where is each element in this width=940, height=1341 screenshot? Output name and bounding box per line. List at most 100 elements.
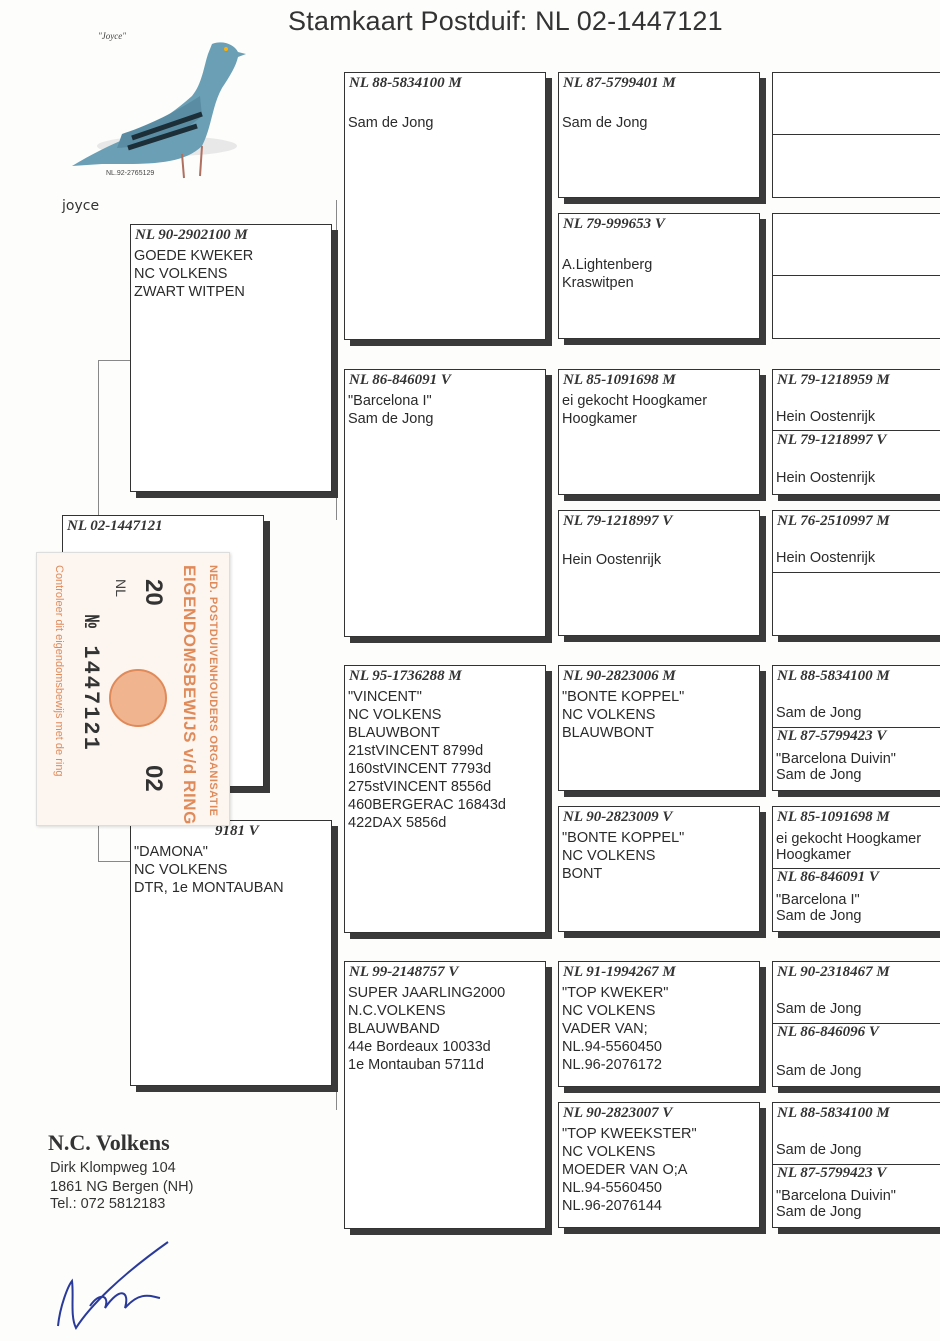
gen3-line: Sam de Jong <box>562 115 648 131</box>
gen3-line: "BONTE KOPPEL" <box>562 689 685 705</box>
connector <box>336 200 347 520</box>
gen4-ring: NL 76-2510997 M <box>777 513 890 529</box>
pigeon-photo: "Joyce" NL.92-2765129 <box>62 26 252 196</box>
gen3-line: NC VOLKENS <box>562 707 656 723</box>
gen3-card: NL 90-2823009 V "BONTE KOPPEL" NC VOLKEN… <box>558 806 760 932</box>
gen3-line: NL.94-5560450 <box>562 1039 662 1055</box>
gen3-card: NL 90-2823006 M "BONTE KOPPEL" NC VOLKEN… <box>558 665 760 791</box>
gen3-card: NL 91-1994267 M "TOP KWEKER" NC VOLKENS … <box>558 961 760 1087</box>
gen4-line: Sam de Jong <box>776 705 862 721</box>
gen4-line: "Barcelona Duivin" <box>776 1188 896 1204</box>
sire-line: GOEDE KWEKER <box>134 248 254 264</box>
gen3-line: "TOP KWEKER" <box>562 985 669 1001</box>
gen2-line: 275stVINCENT 8556d <box>348 779 492 795</box>
gen4-line: Sam de Jong <box>776 908 862 924</box>
gen3-ring: NL 79-1218997 V <box>563 513 673 529</box>
photo-caption: "Joyce" <box>98 31 127 41</box>
gen4-line: "Barcelona I" <box>776 892 860 908</box>
gen4-line: Hein Oostenrijk <box>776 409 876 425</box>
gen4-card <box>772 213 940 339</box>
gen3-line: NL.96-2076172 <box>562 1057 662 1073</box>
gen3-line: BLAUWBONT <box>562 725 654 741</box>
gen3-line: Hoogkamer <box>562 411 637 427</box>
owner-street: Dirk Klompweg 104 <box>50 1160 176 1176</box>
gen3-line: NC VOLKENS <box>562 1003 656 1019</box>
gen4-line: Sam de Jong <box>776 1063 862 1079</box>
gen2-ring: NL 99-2148757 V <box>349 964 459 980</box>
dam-line: DTR, 1e MONTAUBAN <box>134 880 284 896</box>
gen3-card: NL 79-999653 V A.Lightenberg Kraswitpen <box>558 213 760 339</box>
gen2-line: BLAUWBONT <box>348 725 440 741</box>
dam-ring: 9181 V <box>215 823 259 839</box>
gen4-ring: NL 90-2318467 M <box>777 964 890 980</box>
connector <box>336 900 347 1110</box>
gen2-line: NC VOLKENS <box>348 707 442 723</box>
pigeon-icon <box>72 42 246 179</box>
gen3-line: A.Lightenberg <box>562 257 653 273</box>
gen4-card: NL 85-1091698 M ei gekocht Hoogkamer Hoo… <box>772 806 940 932</box>
gen2-line: 160stVINCENT 7793d <box>348 761 492 777</box>
gen4-line: "Barcelona Duivin" <box>776 751 896 767</box>
gen4-card: NL 88-5834100 M Sam de Jong NL 87-579942… <box>772 1102 940 1228</box>
sire-card: NL 90-2902100 M GOEDE KWEKER NC VOLKENS … <box>130 224 332 492</box>
signature-icon <box>57 1241 169 1331</box>
gen3-ring: NL 85-1091698 M <box>563 372 676 388</box>
gen2-line: "Barcelona I" <box>348 393 432 409</box>
subject-ring: NL 02-1447121 <box>67 518 163 534</box>
owner-name: N.C. Volkens <box>48 1130 170 1155</box>
gen2-line: 44e Bordeaux 10033d <box>348 1039 491 1055</box>
gen4-ring: NL 86-846091 V <box>777 869 879 885</box>
gen4-line: Sam de Jong <box>776 767 862 783</box>
owner-phone: Tel.: 072 5812183 <box>50 1196 166 1212</box>
sticker-check: Controleer dit eigendomsbewijs met de ri… <box>53 565 65 777</box>
gen2-line: Sam de Jong <box>348 411 434 427</box>
gen2-line: "VINCENT" <box>348 689 422 705</box>
gen4-ring: NL 88-5834100 M <box>777 1105 890 1121</box>
ownership-sticker: NED. POSTDUIVENHOUDERS ORGANISATIE EIGEN… <box>36 552 230 826</box>
gen2-line: Sam de Jong <box>348 115 434 131</box>
sire-ring: NL 90-2902100 M <box>135 227 248 243</box>
dam-card: 9181 V "DAMONA" NC VOLKENS DTR, 1e MONTA… <box>130 820 332 1086</box>
sticker-year-left: 20 <box>140 579 167 606</box>
gen3-card: NL 87-5799401 M Sam de Jong <box>558 72 760 198</box>
photo-tag: NL.92-2765129 <box>106 170 155 177</box>
lion-emblem-icon <box>109 669 167 727</box>
gen2-line: BLAUWBAND <box>348 1021 440 1037</box>
gen3-line: Kraswitpen <box>562 275 634 291</box>
gen4-ring: NL 79-1218959 M <box>777 372 890 388</box>
gen2-line: 1e Montauban 5711d <box>348 1057 484 1073</box>
owner-city: 1861 NG Bergen (NH) <box>50 1179 194 1195</box>
gen3-ring: NL 90-2823007 V <box>563 1105 673 1121</box>
gen3-line: "BONTE KOPPEL" <box>562 830 685 846</box>
sticker-country: NL <box>113 579 129 597</box>
gen4-ring: NL 88-5834100 M <box>777 668 890 684</box>
gen3-line: ei gekocht Hoogkamer <box>562 393 708 409</box>
gen3-line: NL.94-5560450 <box>562 1180 662 1196</box>
gen2-line: N.C.VOLKENS <box>348 1003 446 1019</box>
gen2-ring: NL 86-846091 V <box>349 372 451 388</box>
gen4-line: Sam de Jong <box>776 1142 862 1158</box>
gen4-line: ei gekocht Hoogkamer <box>776 831 922 847</box>
gen4-line: Hein Oostenrijk <box>776 470 876 486</box>
gen4-ring: NL 85-1091698 M <box>777 809 890 825</box>
gen3-ring: NL 87-5799401 M <box>563 75 676 91</box>
gen3-card: NL 85-1091698 M ei gekocht Hoogkamer Hoo… <box>558 369 760 495</box>
gen3-line: NC VOLKENS <box>562 848 656 864</box>
gen2-line: 422DAX 5856d <box>348 815 447 831</box>
gen2-line: SUPER JAARLING2000 <box>348 985 506 1001</box>
gen4-card: NL 76-2510997 M Hein Oostenrijk <box>772 510 940 636</box>
gen3-line: NC VOLKENS <box>562 1144 656 1160</box>
gen3-ring: NL 90-2823009 V <box>563 809 673 825</box>
gen4-card: NL 79-1218959 M Hein Oostenrijk NL 79-12… <box>772 369 940 495</box>
gen3-card: NL 90-2823007 V "TOP KWEEKSTER" NC VOLKE… <box>558 1102 760 1228</box>
gen2-card: NL 88-5834100 M Sam de Jong <box>344 72 546 340</box>
gen3-line: MOEDER VAN O;A <box>562 1162 688 1178</box>
gen3-line: NL.96-2076144 <box>562 1198 662 1214</box>
gen4-line: Sam de Jong <box>776 1001 862 1017</box>
gen3-line: Hein Oostenrijk <box>562 552 662 568</box>
dam-line: "DAMONA" <box>134 844 208 860</box>
sire-line: ZWART WITPEN <box>134 284 245 300</box>
sticker-org: NED. POSTDUIVENHOUDERS ORGANISATIE <box>207 565 219 817</box>
gen3-ring: NL 79-999653 V <box>563 216 665 232</box>
gen2-card: NL 86-846091 V "Barcelona I" Sam de Jong <box>344 369 546 637</box>
